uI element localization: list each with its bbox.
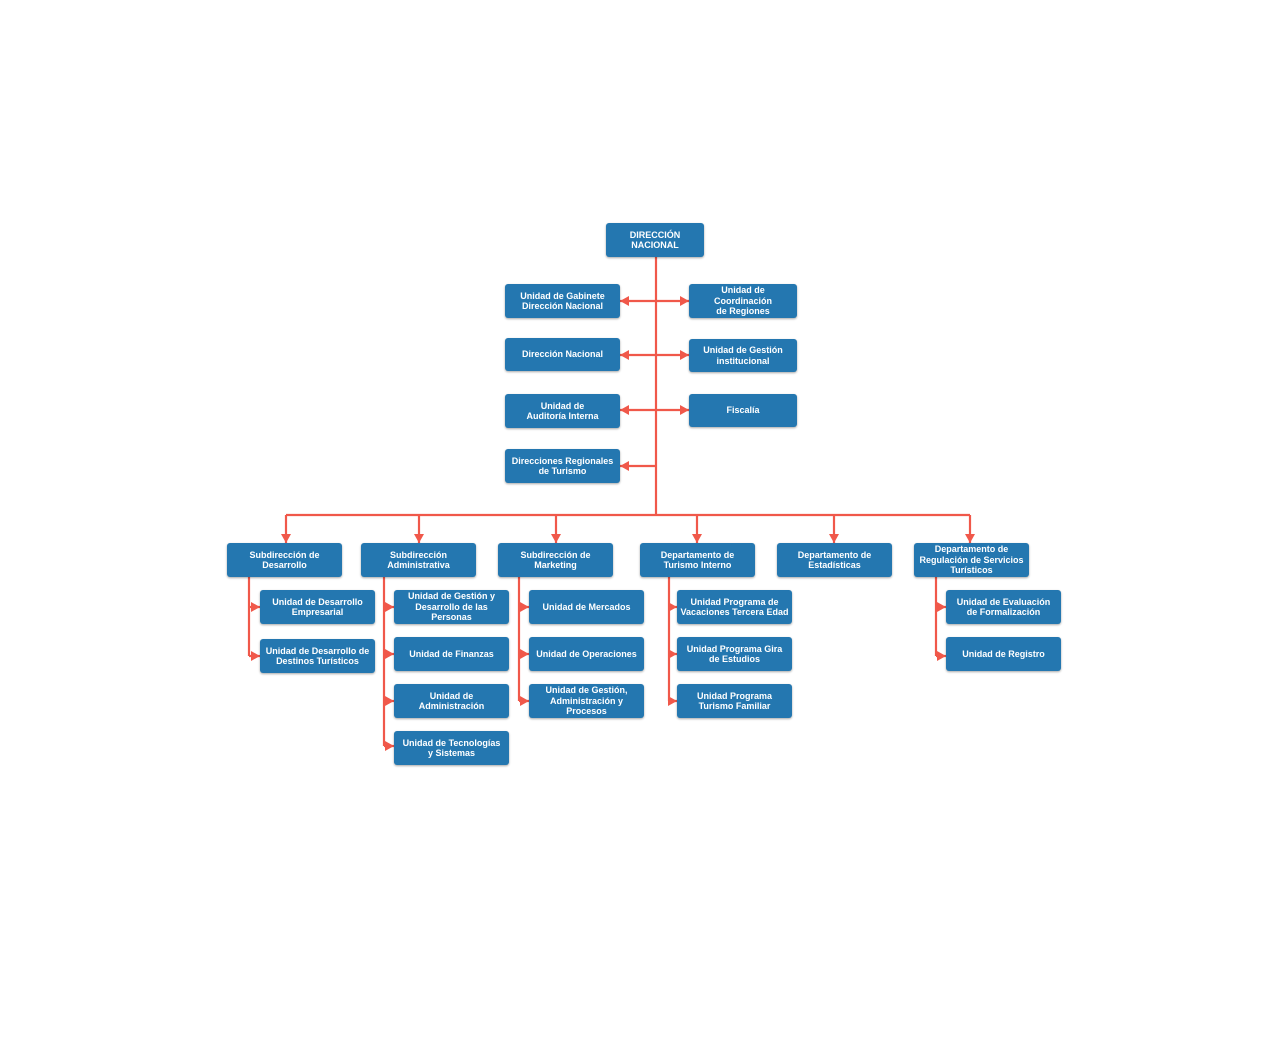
node-unidad-evaluacion-formalizacion: Unidad de Evaluación de Formalización (946, 590, 1061, 624)
node-unidad-gestion-institucional: Unidad de Gestión institucional (689, 339, 797, 372)
arrowhead-right-39 (385, 741, 394, 751)
arrowhead-right-46 (520, 696, 529, 706)
arrowhead-left-11 (620, 461, 629, 471)
arrowhead-left-2 (620, 296, 629, 306)
node-unidad-gira-estudios: Unidad Programa Gira de Estudios (677, 637, 792, 671)
node-direccion-nacional: Dirección Nacional (505, 338, 620, 371)
arrowhead-down-19 (551, 534, 561, 543)
node-subdireccion-administrativa: Subdirección Administrativa (361, 543, 476, 577)
arrowhead-right-53 (668, 696, 677, 706)
arrowhead-right-35 (385, 649, 394, 659)
arrowhead-right-9 (680, 405, 689, 415)
arrowhead-right-33 (385, 602, 394, 612)
arrowhead-down-25 (965, 534, 975, 543)
node-unidad-gabinete: Unidad de Gabinete Dirección Nacional (505, 284, 620, 318)
arrowhead-down-23 (829, 534, 839, 543)
arrowhead-right-49 (668, 602, 677, 612)
node-unidad-coordinacion-regiones: Unidad de Coordinación de Regiones (689, 284, 797, 318)
node-unidad-registro: Unidad de Registro (946, 637, 1061, 671)
arrowhead-down-17 (414, 534, 424, 543)
arrowhead-right-44 (520, 649, 529, 659)
node-unidad-desarrollo-empresarial: Unidad de Desarrollo Empresarial (260, 590, 375, 624)
node-unidad-finanzas: Unidad de Finanzas (394, 637, 509, 671)
node-departamento-turismo-interno: Departamento de Turismo Interno (640, 543, 755, 577)
arrowhead-right-3 (680, 296, 689, 306)
arrowhead-left-5 (620, 350, 629, 360)
arrowhead-down-21 (692, 534, 702, 543)
arrowhead-right-51 (668, 649, 677, 659)
node-unidad-gestion-personas: Unidad de Gestión y Desarrollo de las Pe… (394, 590, 509, 624)
node-direcciones-regionales: Direcciones Regionales de Turismo (505, 449, 620, 483)
arrowhead-right-28 (251, 602, 260, 612)
node-unidad-vacaciones-tercera-edad: Unidad Programa de Vacaciones Tercera Ed… (677, 590, 792, 624)
node-subdireccion-marketing: Subdirección de Marketing (498, 543, 613, 577)
arrowhead-right-6 (680, 350, 689, 360)
node-unidad-gestion-administracion-procesos: Unidad de Gestión, Administración y Proc… (529, 684, 644, 718)
arrowhead-down-15 (281, 534, 291, 543)
node-direccion-nacional-top: DIRECCIÓN NACIONAL (606, 223, 704, 257)
connector-lines (247, 257, 975, 751)
node-departamento-regulacion: Departamento de Regulación de Servicios … (914, 543, 1029, 577)
node-subdireccion-desarrollo: Subdirección de Desarrollo (227, 543, 342, 577)
node-unidad-desarrollo-destinos: Unidad de Desarrollo de Destinos Turísti… (260, 639, 375, 673)
node-unidad-operaciones: Unidad de Operaciones (529, 637, 644, 671)
node-unidad-auditoria-interna: Unidad de Auditoría Interna (505, 394, 620, 428)
node-unidad-mercados: Unidad de Mercados (529, 590, 644, 624)
arrowhead-right-37 (385, 696, 394, 706)
node-unidad-administracion: Unidad de Administración (394, 684, 509, 718)
arrowhead-right-58 (937, 651, 946, 661)
arrowhead-right-56 (937, 602, 946, 612)
arrowhead-right-42 (520, 602, 529, 612)
node-departamento-estadisticas: Departamento de Estadísticas (777, 543, 892, 577)
arrowhead-right-30 (251, 651, 260, 661)
node-fiscalia: Fiscalía (689, 394, 797, 427)
node-unidad-tecnologias: Unidad de Tecnologías y Sistemas (394, 731, 509, 765)
arrowhead-left-8 (620, 405, 629, 415)
node-unidad-turismo-familiar: Unidad Programa Turismo Familiar (677, 684, 792, 718)
